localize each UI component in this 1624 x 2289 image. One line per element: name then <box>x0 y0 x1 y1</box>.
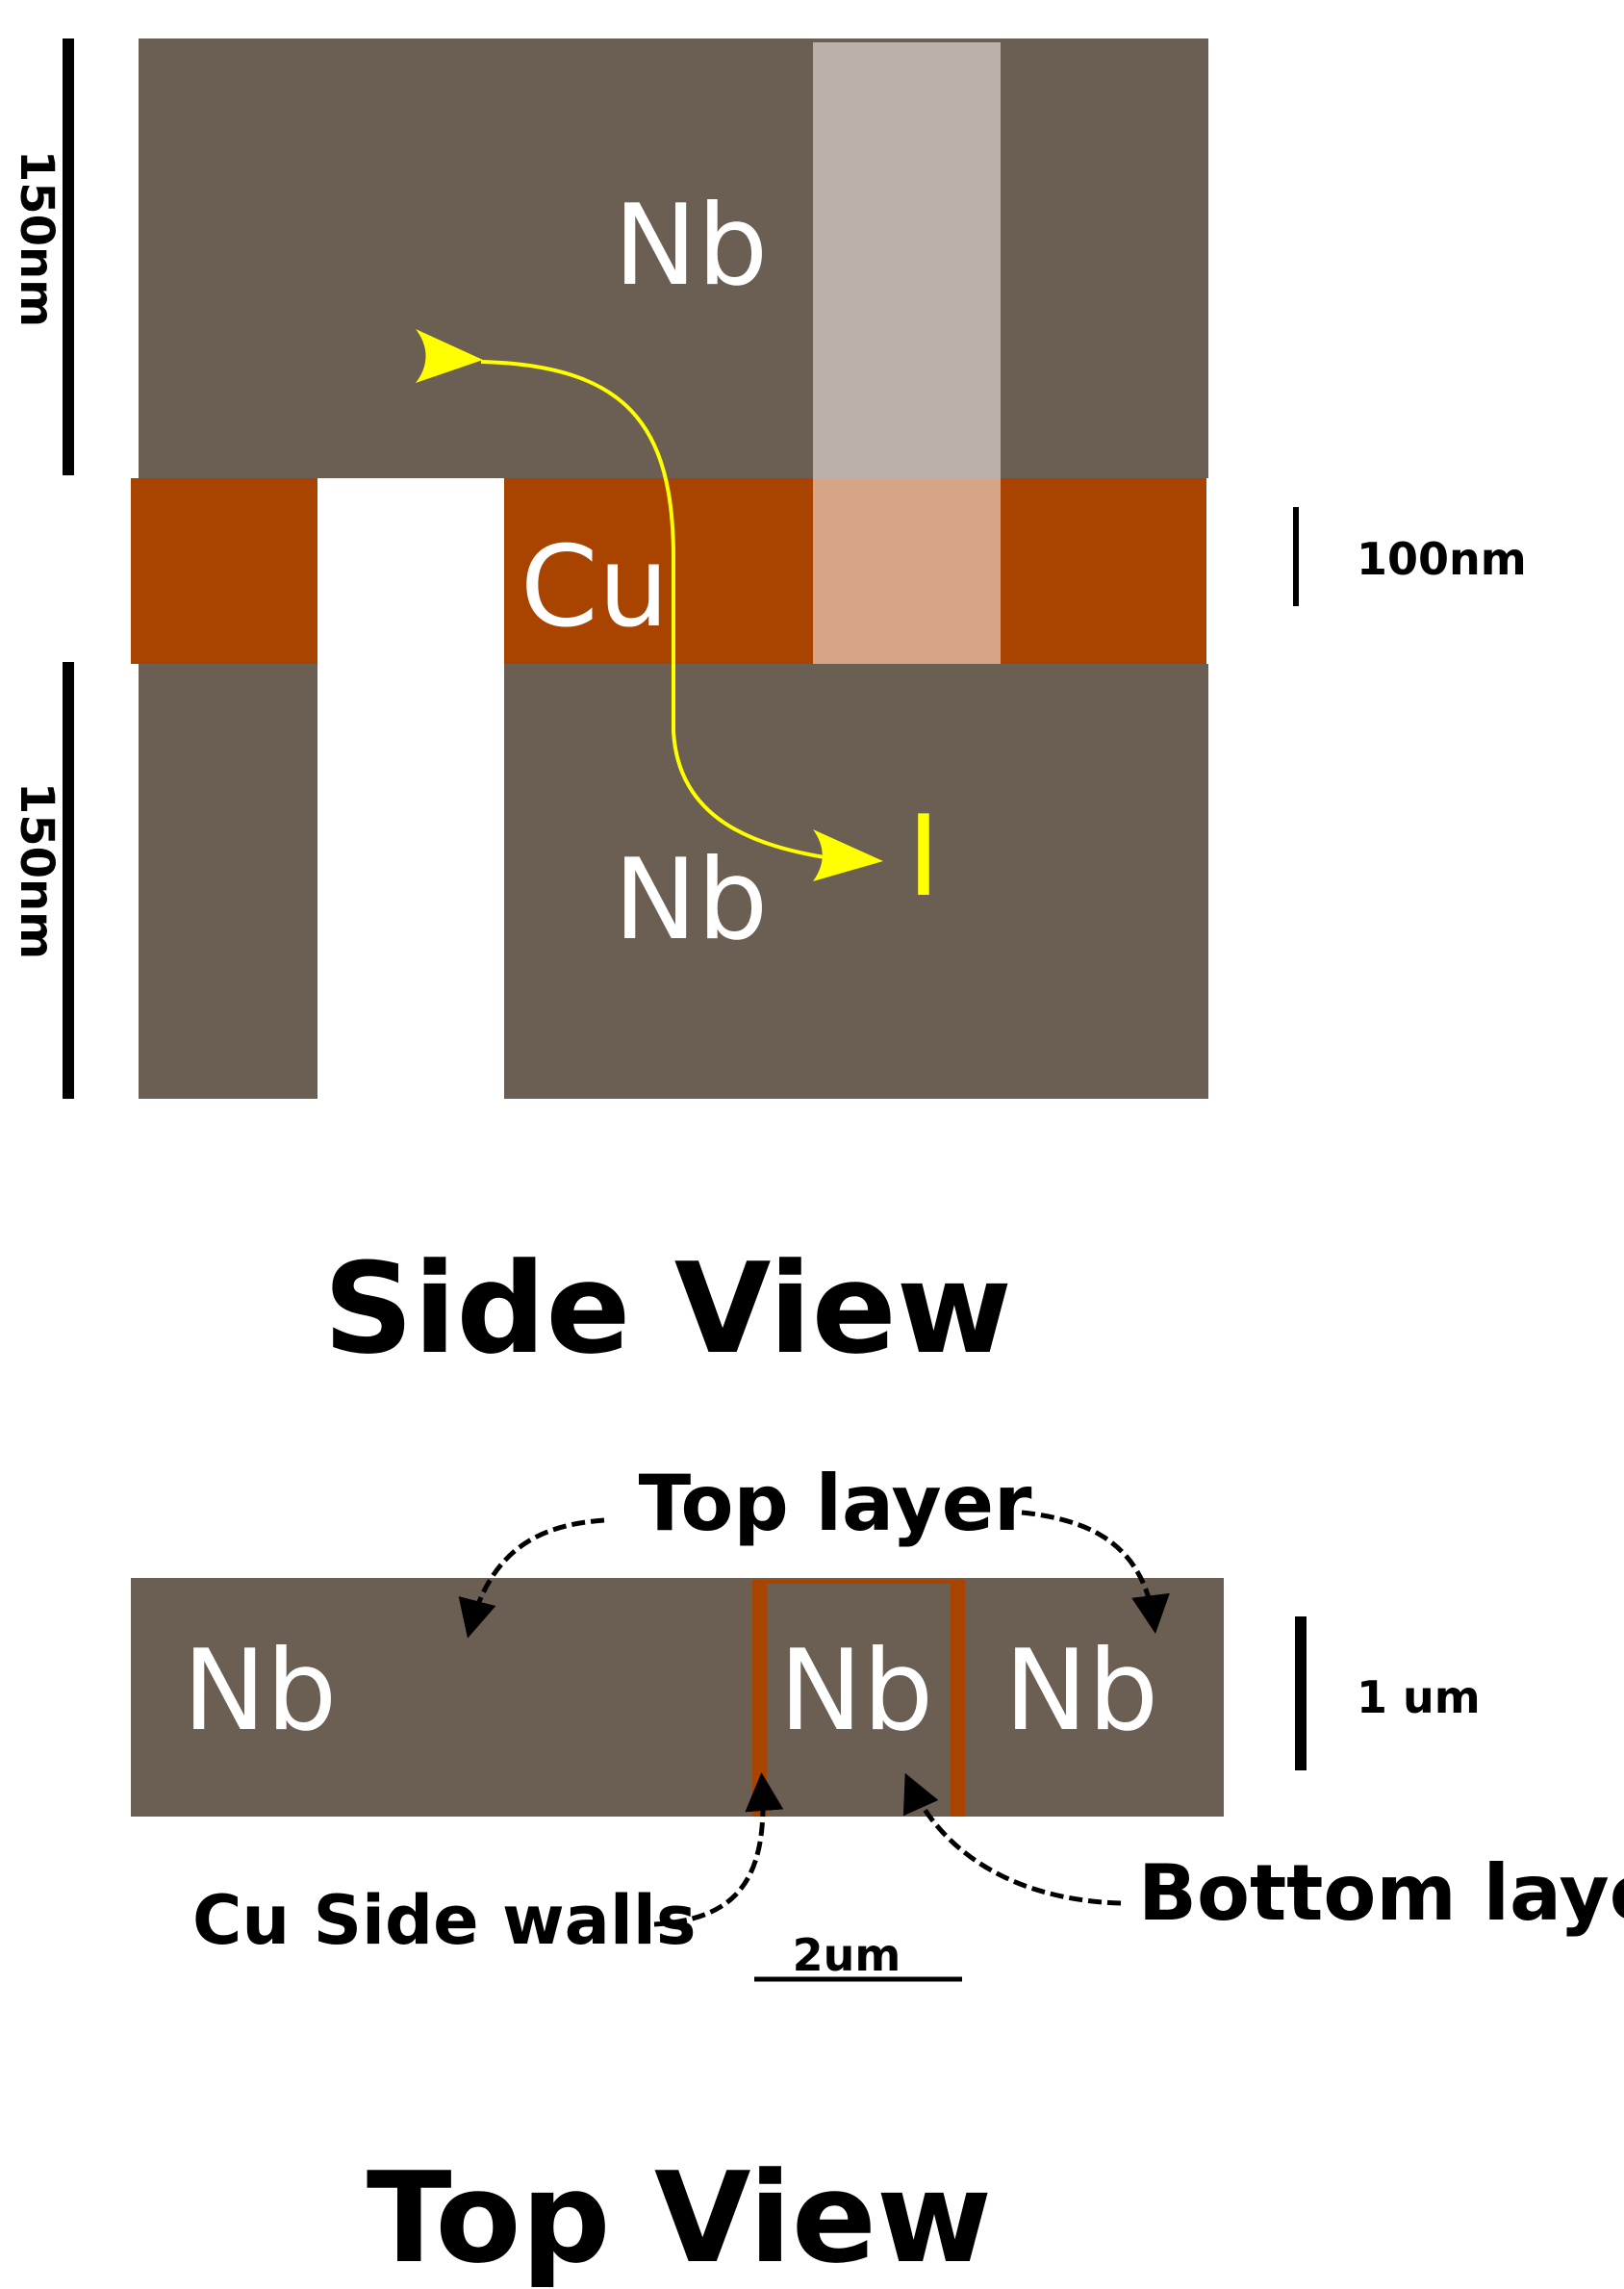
cu-sidewall-left <box>752 1583 767 1817</box>
callout-cu-side-walls-arrow <box>653 1772 784 1927</box>
scale-label-top: 150nm <box>10 150 63 327</box>
current-arrow-head-end <box>813 829 883 881</box>
cu-highlight <box>813 478 1001 664</box>
scale-label-bottom: 150nm <box>10 782 63 959</box>
callout-bottom-layer: Bottom layer <box>1138 1848 1624 1938</box>
callout-top-layer: Top layer <box>639 1459 1032 1548</box>
current-label: I <box>907 792 940 922</box>
callout-top-layer-arrow-right <box>1021 1510 1170 1634</box>
top-nb-highlight <box>813 42 1001 478</box>
top-view-right-nb: Nb <box>1004 1626 1158 1756</box>
callout-cu-side-walls: Cu Side walls <box>192 1881 697 1960</box>
top-view-strip <box>131 1578 1224 1817</box>
bottom-nb-right <box>504 664 1208 1099</box>
side-view-title: Side View <box>323 1235 1012 1382</box>
top-nb-layer <box>139 38 1208 478</box>
current-path <box>480 360 838 861</box>
scale-label-height: 1 um <box>1357 1671 1481 1723</box>
cu-label: Cu <box>520 522 670 652</box>
cu-sidewall-right <box>951 1583 965 1817</box>
cu-gap <box>317 478 504 664</box>
current-arrow-head-start <box>416 329 483 383</box>
scale-label-middle: 100nm <box>1357 533 1527 585</box>
scale-label-width: 2um <box>793 1929 901 1981</box>
bottom-nb-label: Nb <box>614 835 768 965</box>
cu-sidewall-top-edge <box>752 1580 965 1584</box>
top-view-left-nb: Nb <box>183 1626 337 1756</box>
top-nb-label: Nb <box>614 181 768 311</box>
bottom-nb-left <box>139 664 317 1099</box>
side-view: Nb Cu Nb I 150nm 150nm 100nm Side View <box>10 38 1527 1382</box>
top-view-title: Top View <box>367 2145 992 2289</box>
cu-layer <box>131 478 1206 664</box>
callout-bottom-layer-arrow <box>902 1772 1122 1906</box>
top-view-center-nb: Nb <box>779 1626 933 1756</box>
callout-top-layer-arrow-left <box>458 1517 605 1639</box>
top-view: Nb Nb Nb Top layer Bottom layer Cu Side … <box>131 1459 1624 2289</box>
